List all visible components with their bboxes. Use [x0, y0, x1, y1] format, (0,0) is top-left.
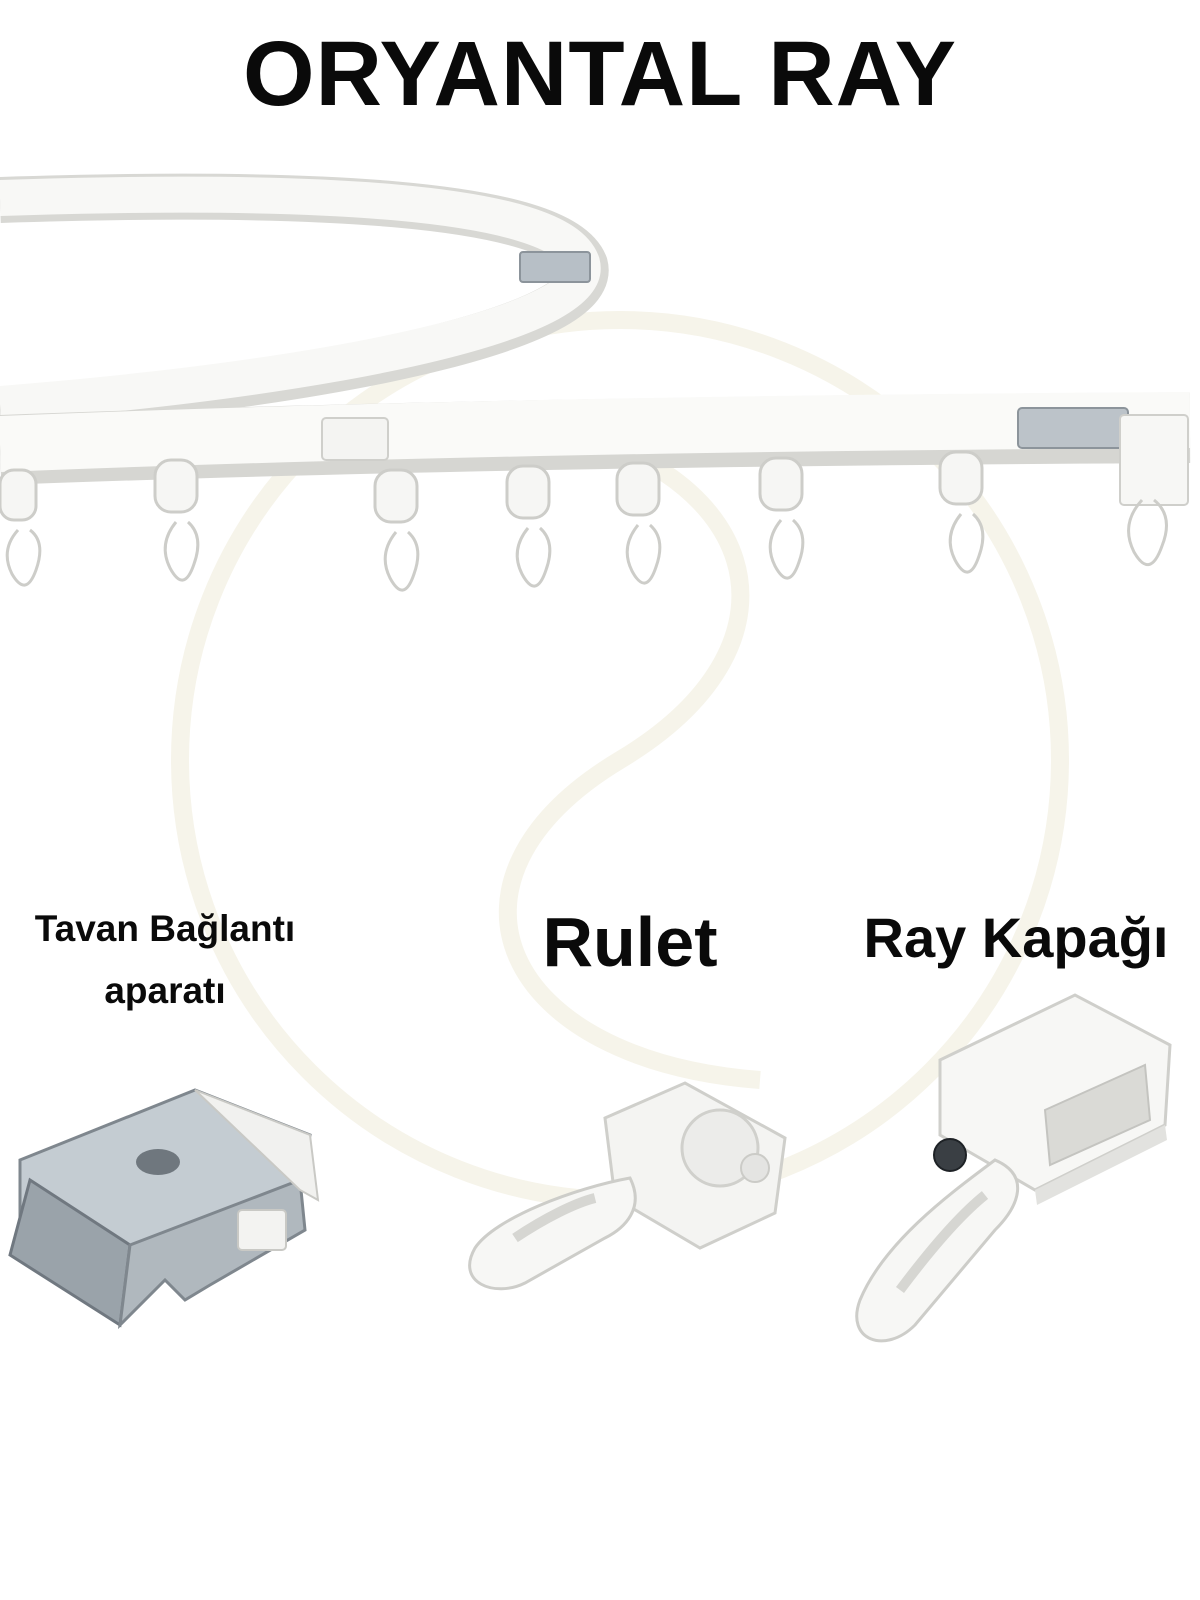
- ceiling-bracket-label-line1: Tavan Bağlantı: [34, 908, 296, 949]
- glider-label: Rulet: [542, 903, 718, 981]
- page-title: ORYANTAL RAY: [242, 23, 958, 125]
- ceiling-bracket-label-line2: aparatı: [104, 970, 226, 1011]
- curtain-rail-illustration: [0, 173, 1191, 592]
- glider-image: [468, 1081, 787, 1291]
- ceiling-bracket-label: Tavan Bağlantı aparatı: [0, 898, 330, 1022]
- end-cap-image: [855, 993, 1172, 1343]
- ceiling-bracket-image: [8, 1088, 320, 1330]
- end-cap-label: Ray Kapağı: [863, 906, 1169, 969]
